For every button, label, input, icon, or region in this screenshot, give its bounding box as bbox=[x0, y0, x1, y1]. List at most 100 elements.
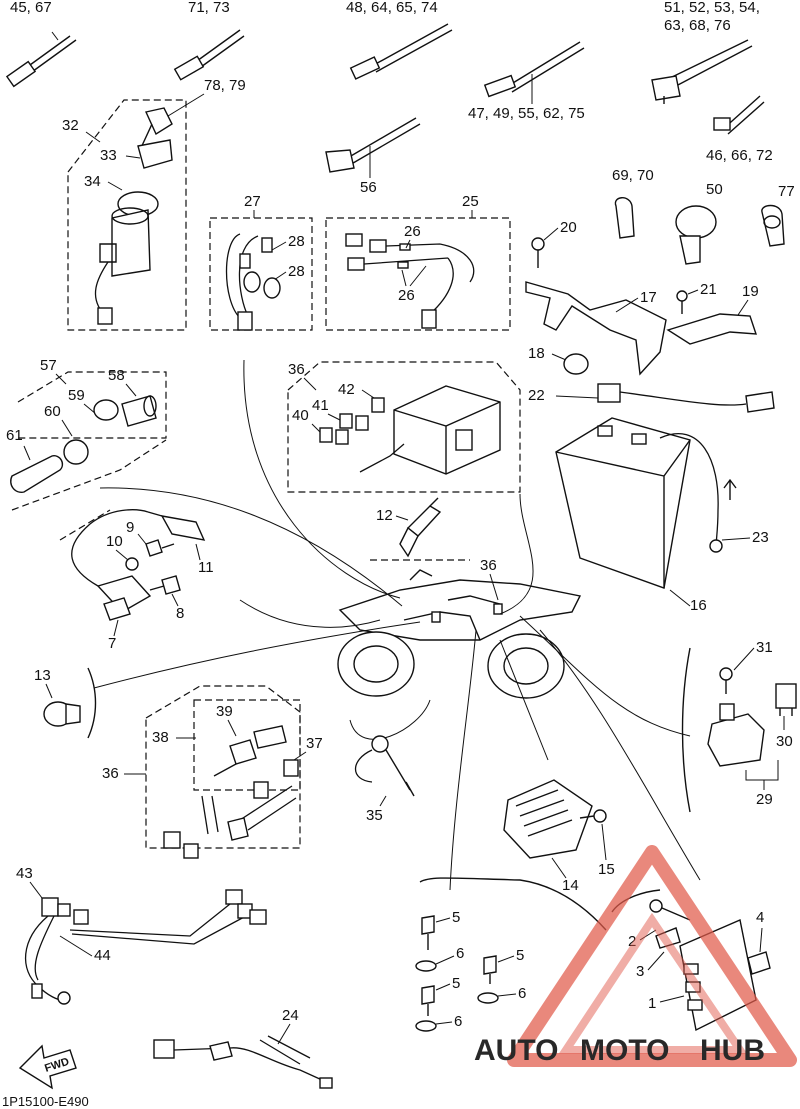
label-30: 30 bbox=[776, 733, 793, 750]
group-outline-32 bbox=[67, 99, 187, 331]
lead-wire-24 bbox=[153, 1035, 333, 1089]
label-58: 58 bbox=[108, 367, 125, 384]
label-47-75: 47, 49, 55, 62, 75 bbox=[468, 105, 585, 122]
damper-18 bbox=[563, 353, 589, 375]
cable-tie-71-73 bbox=[173, 29, 245, 81]
label-8: 8 bbox=[176, 605, 184, 622]
clamp-77 bbox=[761, 204, 785, 247]
washer-6b bbox=[477, 992, 499, 1004]
terminal-cap-b bbox=[263, 277, 281, 299]
label-3: 3 bbox=[636, 963, 644, 980]
label-32: 32 bbox=[62, 117, 79, 134]
fuse-40b bbox=[335, 429, 349, 445]
label-6b: 6 bbox=[518, 985, 526, 1002]
diagram-code: 1P15100-E490 bbox=[2, 1094, 89, 1109]
label-7: 7 bbox=[108, 635, 116, 652]
washer-6a bbox=[415, 960, 437, 972]
label-43: 43 bbox=[16, 865, 33, 882]
cable-clip-56 bbox=[325, 117, 421, 178]
group-outline-57 bbox=[17, 371, 167, 439]
label-26a: 26 bbox=[404, 223, 421, 240]
label-5b: 5 bbox=[516, 947, 524, 964]
bolt-5a bbox=[421, 915, 435, 950]
fuse-box bbox=[359, 385, 501, 475]
label-63-76: 63, 68, 76 bbox=[664, 17, 731, 34]
sub-harness-36 bbox=[163, 781, 297, 859]
bolt-5b bbox=[483, 955, 497, 984]
label-21: 21 bbox=[700, 281, 717, 298]
fuse-30 bbox=[775, 683, 797, 716]
screw-15 bbox=[579, 809, 607, 823]
bolt-31 bbox=[719, 667, 733, 694]
glow-plug-12 bbox=[399, 497, 442, 558]
battery-lead-22 bbox=[597, 383, 775, 413]
label-33: 33 bbox=[100, 147, 117, 164]
label-36a: 36 bbox=[288, 361, 305, 378]
label-22: 22 bbox=[528, 387, 545, 404]
bolt-5c bbox=[421, 985, 435, 1016]
label-77: 77 bbox=[778, 183, 795, 200]
label-6c: 6 bbox=[454, 1013, 462, 1030]
label-15: 15 bbox=[598, 861, 615, 878]
grip-61 bbox=[10, 455, 64, 493]
bolt-8 bbox=[149, 575, 181, 595]
fuse-40 bbox=[319, 427, 333, 443]
label-56: 56 bbox=[360, 179, 377, 196]
group-outline-38 bbox=[193, 699, 301, 791]
socket-58 bbox=[121, 395, 157, 427]
group-outline-57-lower bbox=[11, 439, 167, 511]
label-11: 11 bbox=[198, 559, 214, 576]
label-2: 2 bbox=[628, 933, 636, 950]
cable-tie-48-64 bbox=[349, 23, 453, 80]
connector-37 bbox=[283, 759, 299, 777]
label-36c: 36 bbox=[102, 765, 119, 782]
triangle-logo-icon bbox=[507, 845, 797, 1067]
washer-10 bbox=[125, 557, 139, 571]
watermark-auto: AUTO bbox=[474, 1034, 558, 1067]
label-23: 23 bbox=[752, 529, 769, 546]
label-25: 25 bbox=[462, 193, 479, 210]
label-48-64-65-74: 48, 64, 65, 74 bbox=[346, 0, 438, 16]
label-28b: 28 bbox=[288, 263, 305, 280]
battery-16 bbox=[555, 417, 691, 589]
knob-13 bbox=[43, 701, 81, 727]
rectifier-14 bbox=[503, 779, 593, 859]
label-46-72: 46, 66, 72 bbox=[706, 147, 773, 164]
negative-lead-23 bbox=[659, 432, 737, 553]
label-61: 61 bbox=[6, 427, 23, 444]
label-37: 37 bbox=[306, 735, 323, 752]
label-16: 16 bbox=[690, 597, 707, 614]
label-5a: 5 bbox=[452, 909, 460, 926]
label-44: 44 bbox=[94, 947, 111, 964]
label-50: 50 bbox=[706, 181, 723, 198]
label-69-70: 69, 70 bbox=[612, 167, 654, 184]
atv-illustration bbox=[337, 569, 582, 699]
connector-4 bbox=[747, 951, 771, 975]
fuse-41b bbox=[355, 415, 369, 431]
switch-cover bbox=[137, 139, 173, 169]
label-26b: 26 bbox=[398, 287, 415, 304]
group-outline-36-top bbox=[287, 361, 521, 493]
washer-6c bbox=[415, 1020, 437, 1032]
bracket-29-leader bbox=[745, 760, 779, 781]
label-20: 20 bbox=[560, 219, 577, 236]
bracket-5-6 bbox=[419, 877, 607, 931]
label-6a: 6 bbox=[456, 945, 464, 962]
cable-tie-47-75 bbox=[483, 41, 585, 104]
watermark-logo: AUTO MOTO HUB bbox=[474, 845, 797, 1067]
label-24: 24 bbox=[282, 1007, 299, 1024]
wire-lead-27 bbox=[225, 233, 273, 331]
label-41: 41 bbox=[312, 397, 329, 414]
wire-harness-44 bbox=[25, 889, 267, 1005]
ignition-coil-7 bbox=[71, 509, 152, 621]
bracket-29 bbox=[681, 647, 691, 813]
leader-curves bbox=[93, 359, 701, 891]
label-17: 17 bbox=[640, 289, 657, 306]
label-28a: 28 bbox=[288, 233, 305, 250]
label-10: 10 bbox=[106, 533, 123, 550]
fuse-41 bbox=[339, 413, 353, 429]
group-outline-25 bbox=[325, 217, 511, 331]
screw-21 bbox=[676, 290, 688, 314]
label-38: 38 bbox=[152, 729, 169, 746]
